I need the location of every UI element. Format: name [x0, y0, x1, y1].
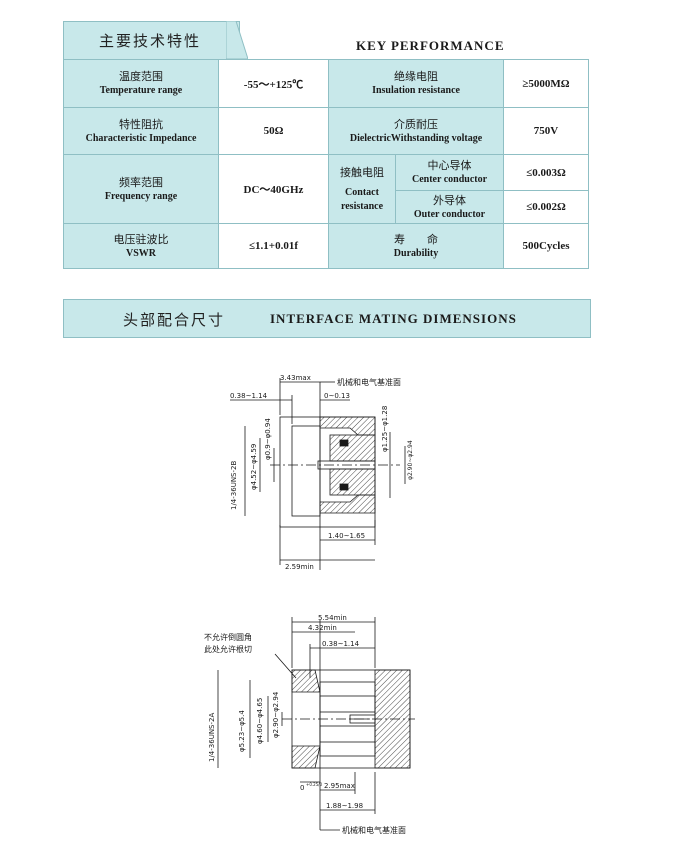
dim-038-male: 0.38~1.14: [322, 640, 360, 648]
key-performance-en-title: KEY PERFORMANCE: [356, 38, 505, 53]
outer-conductor-value: ≤0.002Ω: [503, 190, 590, 224]
dim-zero-tolerance: +0.25/0: [306, 782, 323, 787]
dim-140: 1.40~1.65: [328, 532, 365, 540]
ref-plane-label-2: 机械和电气基准面: [342, 825, 406, 835]
dim-452: φ4.52~φ4.59: [250, 444, 258, 490]
dim-0013: 0~0.13: [324, 392, 350, 400]
dim-523: φ5.23~φ5.4: [238, 710, 246, 752]
note-undercut: 此处允许根切: [204, 644, 252, 654]
ref-plane-label-1: 机械和电气基准面: [337, 377, 401, 387]
durability-value: 500Cycles: [503, 223, 590, 269]
dim-090: φ0.9~φ0.94: [264, 418, 272, 460]
frequency-value: DC～40GHz: [218, 154, 329, 224]
dim-zero: 0: [300, 784, 304, 792]
note-no-fillet: 不允许倒圆角: [204, 632, 252, 642]
dim-259min: 2.59min: [285, 563, 314, 571]
dim-thread-2b: 1/4-36UNS-2B: [230, 461, 238, 510]
male-interface-drawing: 5.54min 4.32min 0.38~1.14 不允许倒圆角 此处允许根切 …: [204, 614, 415, 835]
dim-460: φ4.60~φ4.65: [256, 698, 264, 744]
dim-343max: 3.43max: [280, 374, 311, 382]
vswr-value: ≤1.1+0.01f: [218, 223, 329, 269]
dim-295max: 2.95max: [324, 782, 355, 790]
impedance-value: 50Ω: [218, 107, 329, 155]
dim-188: 1.88~1.98: [326, 802, 363, 810]
dim-290-male: φ2.90~φ2.94: [272, 691, 280, 738]
insulation-value: ≥5000MΩ: [503, 59, 590, 108]
interface-mating-en-title: INTERFACE MATING DIMENSIONS: [270, 311, 517, 326]
dim-thread-2a: 1/4-36UNS-2A: [208, 713, 216, 762]
dielectric-value: 750V: [503, 107, 590, 155]
interface-mating-banner: [63, 299, 591, 338]
dim-038: 0.38~1.14: [230, 392, 268, 400]
key-performance-tab: [63, 21, 240, 60]
dim-432min: 4.32min: [308, 624, 337, 632]
female-interface-drawing: 3.43max 机械和电气基准面 0.38~1.14 0~0.13 1/4-36…: [230, 374, 414, 571]
key-performance-cn-title: 主要技术特性: [99, 32, 202, 50]
temp-value: -55～+125℃: [218, 59, 329, 108]
dim-125: φ1.25~φ1.28: [381, 406, 389, 452]
dim-554min: 5.54min: [318, 614, 347, 622]
tab-slant: [226, 21, 248, 60]
center-conductor-value: ≤0.003Ω: [503, 154, 590, 191]
dim-290: φ2.90~φ2.94: [407, 440, 414, 480]
interface-mating-cn-title: 头部配合尺寸: [123, 311, 226, 329]
